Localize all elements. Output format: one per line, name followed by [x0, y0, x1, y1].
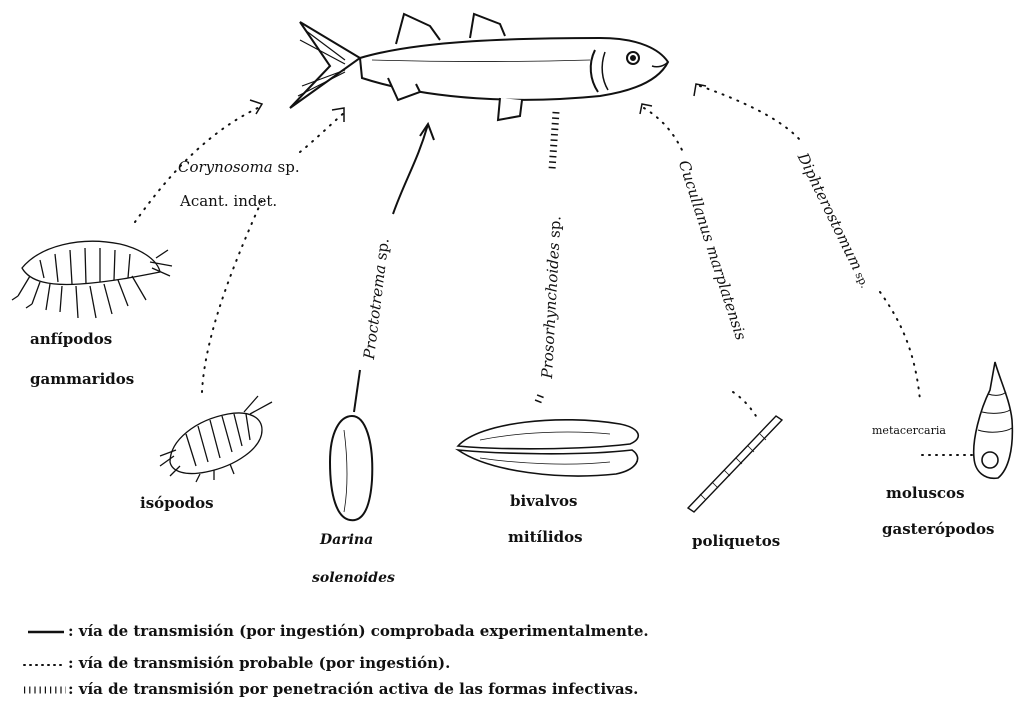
- path-polychaete-fish-upper: [644, 108, 682, 150]
- fish-illustration: [290, 14, 668, 120]
- path-darina-fish-lower: [354, 370, 360, 412]
- path-isopod-fish-upper: [300, 112, 345, 152]
- snail-illustration: [974, 362, 1013, 478]
- label-poliquetos: poliquetos: [692, 532, 780, 550]
- corynosoma-sp: sp.: [273, 158, 300, 176]
- label-solenoides: solenoides: [312, 570, 395, 586]
- mussel-illustration: [458, 420, 638, 476]
- path-gastropod-fish: [700, 86, 800, 140]
- path-bivalve-fish-lower: [538, 392, 542, 402]
- legend-symbols: [24, 632, 66, 690]
- legend-solid-text: : vía de transmisión (por ingestión) com…: [68, 622, 649, 640]
- label-gasteropodos: gasterópodos: [882, 520, 994, 538]
- path-isopod-fish: [202, 200, 262, 392]
- label-bivalvos: bivalvos: [510, 492, 578, 510]
- path-bivalve-fish: [552, 112, 556, 170]
- label-darina: Darina: [320, 532, 373, 548]
- label-anfipodos: anfípodos: [30, 330, 112, 348]
- legend-dotted-text: : vía de transmisión probable (por inges…: [68, 654, 450, 672]
- legend-hatched-text: : vía de transmisión por penetración act…: [68, 680, 638, 698]
- path-darina-fish: [393, 124, 428, 214]
- prosorhynchoides-sp: sp.: [545, 215, 564, 243]
- polychaete-illustration: [688, 416, 782, 512]
- label-moluscos: moluscos: [886, 484, 965, 502]
- label-mitilidos: mitílidos: [508, 528, 583, 546]
- label-acant-indet: Acant. indet.: [180, 192, 277, 210]
- path-polychaete-fish: [733, 392, 756, 416]
- label-isopodos: isópodos: [140, 494, 214, 512]
- proctotrema-sp: sp.: [372, 237, 393, 266]
- darina-illustration: [330, 416, 372, 520]
- amphipod-illustration: [12, 241, 172, 318]
- path-gastropod-fish-lower: [880, 292, 920, 400]
- label-gammaridos: gammaridos: [30, 370, 134, 388]
- label-corynosoma: Corynosoma sp.: [178, 158, 300, 176]
- corynosoma-genus: Corynosoma: [178, 158, 273, 176]
- isopod-illustration: [160, 396, 272, 482]
- arrowhead-darina: [420, 124, 434, 140]
- arrowhead-amphipod: [250, 100, 262, 114]
- label-metacercaria: metacercaria: [872, 424, 946, 437]
